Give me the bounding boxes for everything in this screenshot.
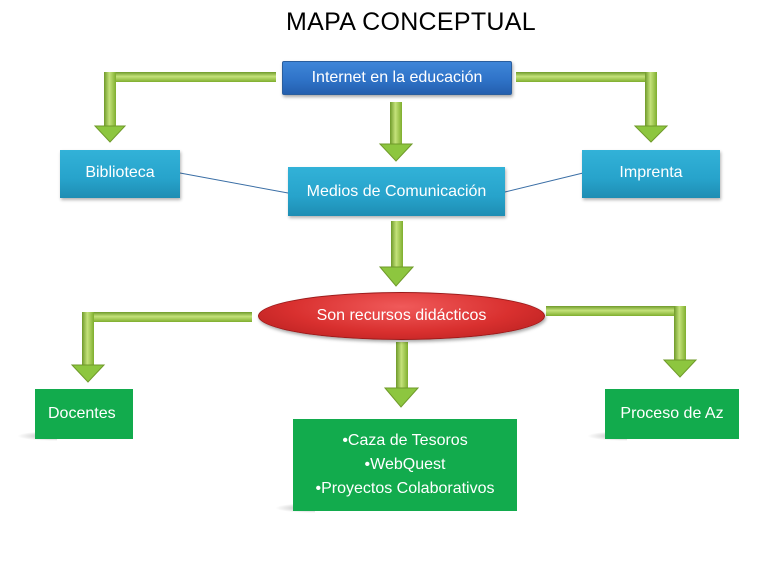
node-label: Internet en la educación bbox=[311, 69, 483, 86]
node-herramientas[interactable]: •Caza de Tesoros •WebQuest •Proyectos Co… bbox=[275, 419, 517, 513]
node-label: Biblioteca bbox=[85, 164, 155, 181]
line-biblioteca-medios bbox=[179, 172, 289, 194]
node-proceso-az[interactable]: Proceso de Az bbox=[587, 389, 739, 441]
list-item-webquest: •WebQuest bbox=[364, 456, 446, 473]
node-biblioteca[interactable]: Biblioteca bbox=[60, 150, 180, 198]
arrow-recursos-herramientas bbox=[383, 342, 420, 408]
list-item-caza-tesoros: •Caza de Tesoros bbox=[342, 432, 468, 449]
node-docentes[interactable]: Docentes bbox=[17, 389, 133, 441]
arrow-root-medios bbox=[378, 102, 414, 162]
arrow-recursos-docentes bbox=[70, 312, 252, 383]
node-imprenta[interactable]: Imprenta bbox=[582, 150, 720, 198]
arrow-recursos-proceso bbox=[546, 306, 698, 378]
arrow-root-biblioteca bbox=[93, 72, 276, 143]
page-title: MAPA CONCEPTUAL bbox=[286, 8, 536, 36]
arrow-root-imprenta bbox=[516, 72, 669, 143]
node-label: Docentes bbox=[48, 405, 116, 422]
arrow-medios-recursos bbox=[378, 221, 415, 287]
node-internet-educacion[interactable]: Internet en la educación bbox=[282, 61, 512, 95]
node-recursos-didacticos[interactable]: Son recursos didácticos bbox=[258, 292, 545, 340]
list-item-proyectos-colaborativos: •Proyectos Colaborativos bbox=[315, 480, 495, 497]
node-label: Medios de Comunicación bbox=[306, 182, 487, 200]
node-medios-comunicacion[interactable]: Medios de Comunicación bbox=[288, 167, 505, 216]
node-label: Son recursos didácticos bbox=[316, 307, 487, 324]
node-label: Imprenta bbox=[619, 164, 683, 181]
node-label: Proceso de Az bbox=[620, 405, 724, 422]
line-imprenta-medios bbox=[504, 172, 584, 193]
